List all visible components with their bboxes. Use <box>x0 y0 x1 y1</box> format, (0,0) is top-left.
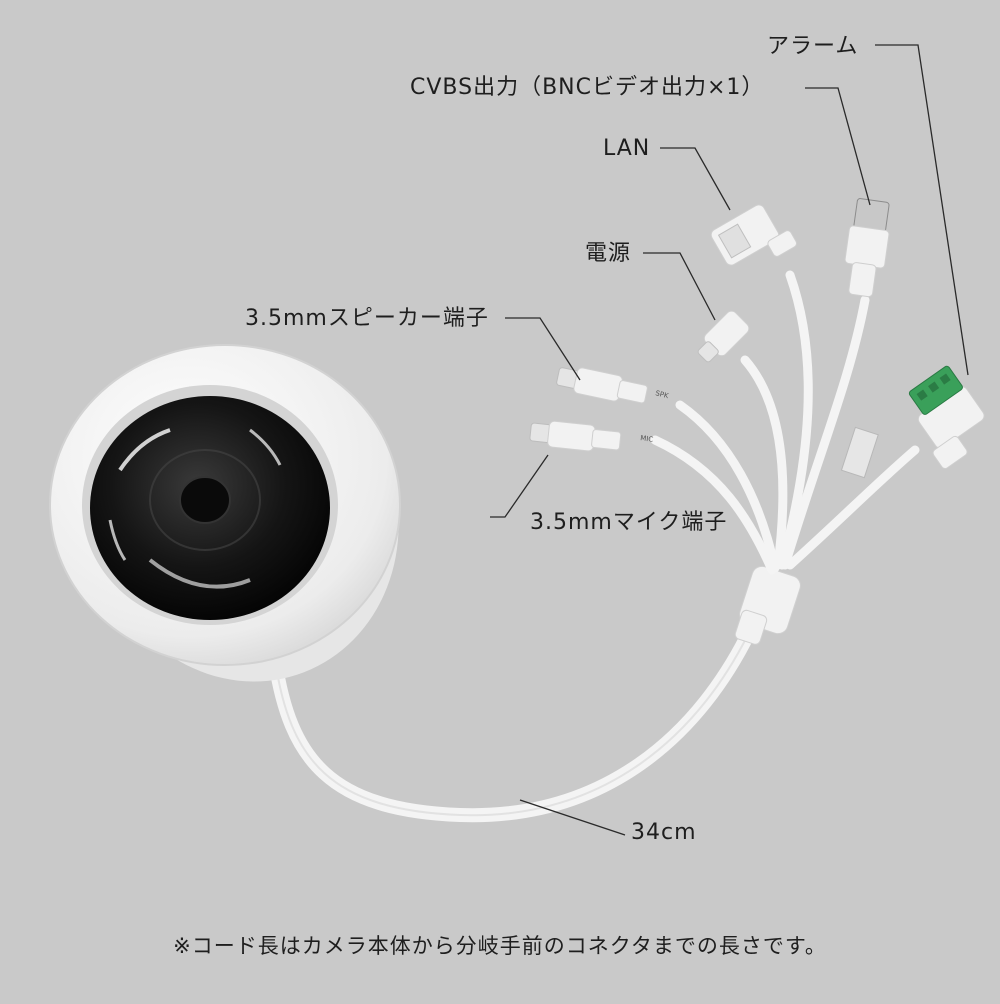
cable-sticker <box>840 426 879 479</box>
cable-alarm <box>785 445 920 570</box>
speaker-tag: SPK <box>655 389 670 400</box>
dome-camera <box>49 344 401 682</box>
leader-length <box>519 799 626 836</box>
mic-tag: MIC <box>640 434 654 444</box>
cable-splitter <box>734 565 801 645</box>
label-cvbs-output: CVBS出力（BNCビデオ出力×1） <box>410 75 765 100</box>
cable-mic <box>650 435 777 575</box>
leader-power <box>643 252 716 321</box>
cable-lan <box>777 270 813 570</box>
cable-speaker <box>675 400 780 573</box>
power-connector <box>697 310 750 363</box>
leader-cvbs <box>805 87 871 206</box>
mic-jack <box>529 420 622 452</box>
lan-connector <box>710 204 798 266</box>
leader-alarm <box>875 44 969 376</box>
branch-cables <box>650 270 920 575</box>
alarm-terminal <box>908 365 985 469</box>
cable-power <box>740 355 788 570</box>
label-lan: LAN <box>603 136 651 161</box>
main-cable <box>268 613 762 823</box>
bnc-connector <box>844 198 890 298</box>
speaker-jack <box>556 367 648 404</box>
label-alarm: アラーム <box>767 34 859 59</box>
leader-lines <box>490 44 969 836</box>
cable-cvbs <box>780 295 870 570</box>
leader-speaker <box>505 317 581 381</box>
footnote: ※コード長はカメラ本体から分岐手前のコネクタまでの長さです。 <box>173 934 827 958</box>
label-power: 電源 <box>585 241 632 266</box>
label-mic-terminal: 3.5mmマイク端子 <box>530 510 728 535</box>
label-speaker-terminal: 3.5mmスピーカー端子 <box>245 306 489 331</box>
label-cable-length: 34cm <box>631 820 697 845</box>
leader-lan <box>660 147 731 211</box>
leader-mic <box>490 454 549 518</box>
